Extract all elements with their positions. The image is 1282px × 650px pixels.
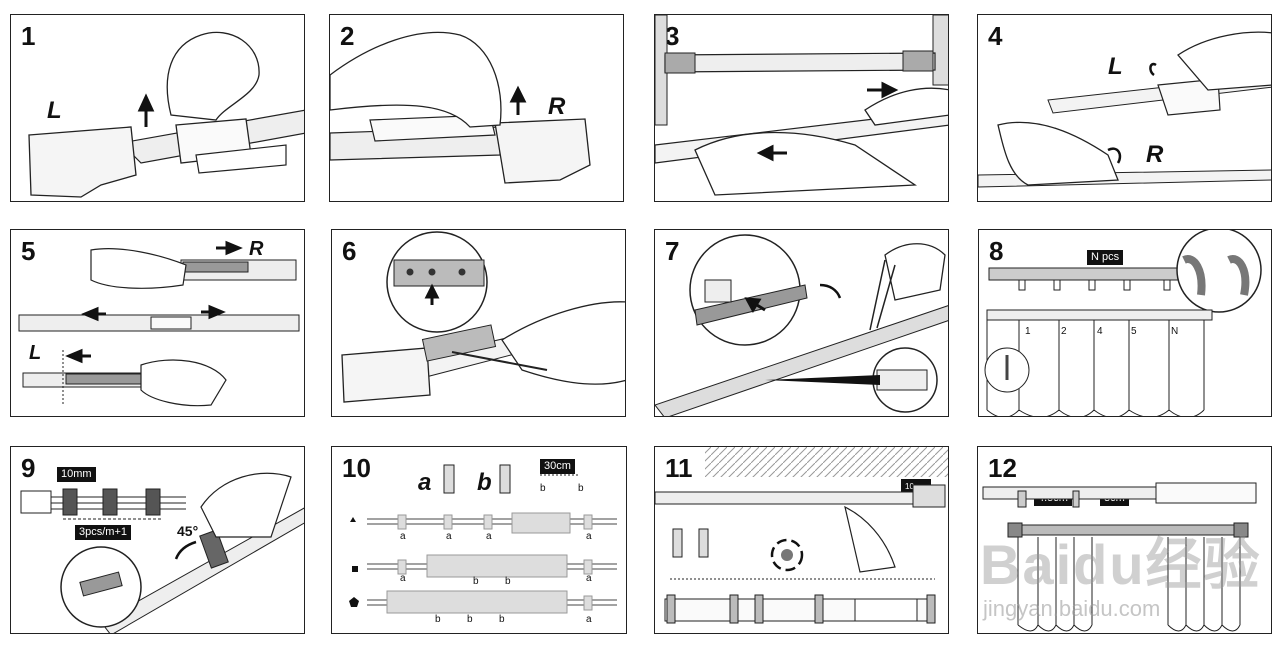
step-8-hook-4: 4 xyxy=(1097,326,1103,337)
step-10-label-b: b xyxy=(477,469,492,496)
scissors-icon xyxy=(869,259,896,331)
step-5-illustration xyxy=(18,240,300,407)
left-arrow-icon xyxy=(81,306,106,322)
step-10-row2-b2: b xyxy=(505,576,511,587)
step-9-density-tag: 3pcs/m+1 xyxy=(75,525,131,540)
step-11-illustration xyxy=(655,447,948,624)
step-5-label-right: R xyxy=(249,238,264,260)
up-arrow-icon xyxy=(137,93,155,127)
watermark-logo: Baidu经验 xyxy=(980,533,1262,596)
step-10-row2-a1: a xyxy=(400,573,406,584)
step-10-label-a: a xyxy=(418,469,432,496)
step-8-hook-1: 1 xyxy=(1025,326,1031,337)
step-7-panel: 7 xyxy=(654,229,949,417)
step-8-hook-5: 5 xyxy=(1131,326,1137,337)
rotate-arrow-icon xyxy=(1107,147,1122,164)
step-10-row3-b1: b xyxy=(435,614,441,625)
right-arrow-icon xyxy=(867,81,899,99)
step-9-spacing-tag: 10mm xyxy=(57,467,96,482)
step-3-panel: 3 xyxy=(654,14,949,202)
step-9-panel: 9 10mm 3pcs/m+1 45° xyxy=(10,446,305,634)
step-8-panel: 8 N pcs 1 2 4 5 N xyxy=(978,229,1272,417)
step-10-row2-a2: a xyxy=(586,573,592,584)
step-10-row2-b1: b xyxy=(473,576,479,587)
step-10-illustration xyxy=(349,464,617,614)
step-5-panel: 5 R L xyxy=(10,229,305,417)
step-6-number: 6 xyxy=(342,236,357,266)
step-6-illustration xyxy=(341,231,625,403)
curved-arrow-icon xyxy=(819,283,842,299)
left-arrow-icon xyxy=(756,144,787,162)
step-3-number: 3 xyxy=(665,21,680,51)
step-8-illustration xyxy=(984,230,1262,416)
rotate-arrow-icon xyxy=(1149,62,1157,77)
step-4-panel: 4 L R xyxy=(977,14,1272,202)
up-arrow-icon xyxy=(509,85,527,115)
step-3-illustration xyxy=(655,15,948,196)
step-11-number: 11 xyxy=(665,453,693,483)
step-2-label-right: R xyxy=(548,93,566,120)
step-4-label-left: L xyxy=(1108,53,1123,80)
step-9-number: 9 xyxy=(21,453,36,483)
step-7-number: 7 xyxy=(665,236,680,266)
right-arrow-icon xyxy=(216,240,243,256)
step-2-panel: 2 R xyxy=(329,14,624,202)
step-4-number: 4 xyxy=(988,21,1003,51)
step-10-row1-a3: a xyxy=(486,531,492,542)
step-10-row1-a1: a xyxy=(400,531,406,542)
right-arrow-icon xyxy=(201,304,226,320)
step-4-illustration xyxy=(978,31,1271,188)
step-8-count-tag: N pcs xyxy=(1087,250,1124,265)
step-10-distance-b-left: b xyxy=(540,483,546,494)
step-10-row1-a4: a xyxy=(586,531,592,542)
left-arrow-icon xyxy=(65,348,91,364)
step-1-panel: 1 L xyxy=(10,14,305,202)
step-8-hook-n: N xyxy=(1171,326,1179,337)
step-10-number: 10 xyxy=(342,453,371,483)
step-10-row1-a2: a xyxy=(446,531,452,542)
step-10-distance-tag: 30cm xyxy=(540,459,575,474)
diagonal-arrow-icon xyxy=(744,297,766,314)
up-arrow-icon xyxy=(424,283,440,305)
watermark-url: jingyan.baidu.com xyxy=(983,596,1161,621)
step-2-illustration xyxy=(330,31,591,184)
step-1-number: 1 xyxy=(21,21,36,51)
step-5-number: 5 xyxy=(21,236,36,266)
step-9-angle: 45° xyxy=(177,523,199,539)
step-5-label-left: L xyxy=(29,342,42,364)
step-8-hook-2: 2 xyxy=(1061,326,1067,337)
step-6-panel: 6 xyxy=(331,229,626,417)
step-4-label-right: R xyxy=(1146,141,1164,168)
step-10-row3-b3: b xyxy=(499,614,505,625)
step-2-number: 2 xyxy=(340,21,355,51)
step-10-row3-b2: b xyxy=(467,614,473,625)
step-1-illustration xyxy=(28,31,304,198)
step-9-illustration xyxy=(20,472,304,633)
step-10-row3-a1: a xyxy=(586,614,592,625)
step-10-panel: 10 a b 30cm b b a a a a a b b a b b b a xyxy=(331,446,627,634)
step-10-distance-b-right: b xyxy=(578,483,584,494)
step-12-illustration xyxy=(982,482,1257,632)
step-1-label-left: L xyxy=(47,97,62,124)
step-12-number: 12 xyxy=(988,453,1017,483)
step-11-panel: 11 10mm xyxy=(654,446,949,634)
curved-arrow-icon xyxy=(174,540,197,560)
step-7-illustration xyxy=(655,234,948,416)
step-8-number: 8 xyxy=(989,236,1004,266)
step-12-panel: 12 4.5cm 3cm xyxy=(977,446,1272,634)
